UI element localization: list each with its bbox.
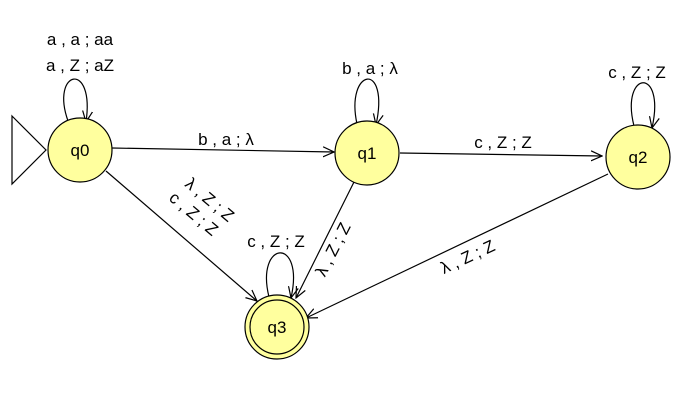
loop-q3[interactable]	[265, 252, 294, 298]
state-q1[interactable]: q1	[334, 120, 400, 186]
state-q2[interactable]: q2	[605, 124, 671, 190]
state-q3-label: q3	[268, 318, 287, 337]
state-q0-label: q0	[71, 141, 90, 160]
label-q0-loop-1: a , a ; aa	[47, 30, 114, 49]
edge-q1-q2[interactable]	[399, 153, 602, 156]
label-q1-q3: λ , Z ; Z	[312, 220, 355, 280]
label-q0-loop-2: a , Z ; aZ	[46, 56, 114, 75]
state-q0[interactable]: q0	[47, 117, 113, 183]
state-q1-label: q1	[358, 144, 377, 163]
loop-q2[interactable]	[630, 82, 654, 128]
loop-q1[interactable]	[354, 78, 379, 125]
label-q1-loop: b , a ; λ	[342, 59, 398, 78]
edge-q0-q3[interactable]	[105, 170, 257, 301]
label-q3-loop: c , Z ; Z	[247, 232, 305, 251]
edge-q2-q3[interactable]	[306, 173, 609, 318]
label-q1-q2: c , Z ; Z	[474, 133, 532, 152]
loop-q0[interactable]	[63, 78, 87, 122]
state-q3-final[interactable]: q3	[244, 294, 310, 360]
label-q2-q3: λ , Z ; Z	[438, 236, 498, 278]
state-q2-label: q2	[629, 148, 648, 167]
label-q2-loop: c , Z ; Z	[608, 63, 666, 82]
edge-q0-q1[interactable]	[111, 148, 334, 152]
initial-state-arrow	[11, 114, 47, 186]
edge-q1-q3[interactable]	[296, 179, 356, 298]
label-q0-q1: b , a ; λ	[198, 130, 254, 149]
